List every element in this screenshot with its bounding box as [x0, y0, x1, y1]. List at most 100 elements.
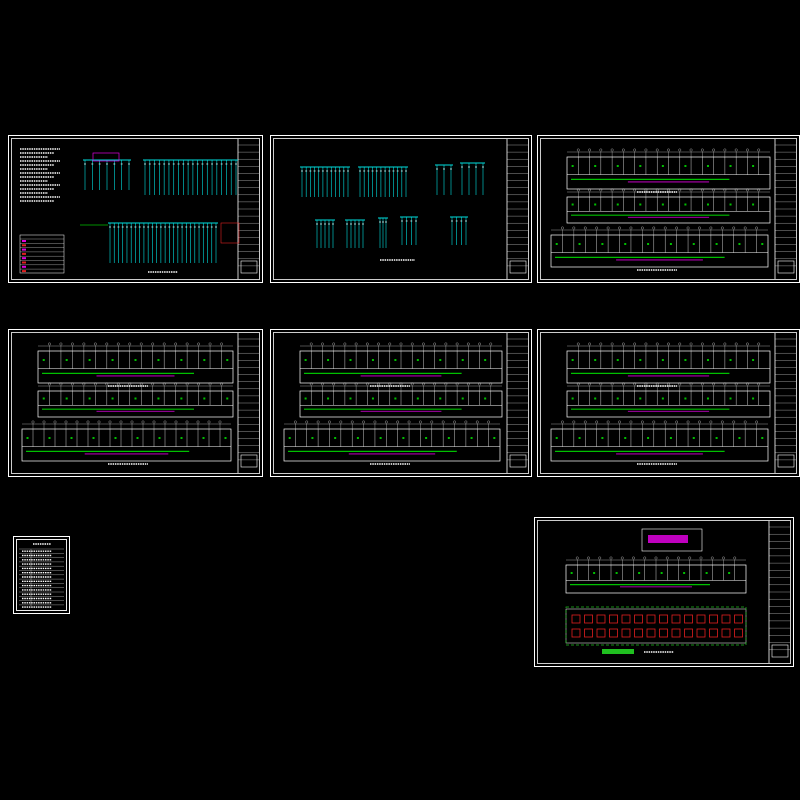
grid-axis-bubble: [162, 382, 166, 386]
fixture-symbol: [134, 397, 137, 400]
grid-axis-bubble: [384, 420, 388, 424]
sheet-5[interactable]: [270, 329, 532, 477]
title-block-stamp: [777, 454, 795, 468]
breaker-symbol: [98, 163, 101, 165]
breaker-symbol: [117, 226, 120, 228]
grid-axis-bubble: [655, 342, 659, 346]
foundation-pad: [734, 614, 743, 624]
breaker-symbol: [330, 170, 333, 172]
grid-axis-bubble: [576, 382, 580, 386]
fixture-symbol: [484, 359, 487, 361]
grid-axis-bubble: [686, 420, 690, 424]
grid-axis-bubble: [444, 342, 448, 346]
breaker-symbol: [379, 221, 381, 223]
grid-axis-bubble: [700, 342, 704, 346]
fixture-symbol: [594, 165, 597, 167]
breaker-symbol: [468, 166, 470, 168]
fixture-symbol: [639, 165, 642, 167]
sheet-6[interactable]: [537, 329, 800, 477]
sheet-7[interactable]: [13, 536, 70, 614]
title-block: [775, 338, 796, 468]
grid-axis-bubble: [723, 148, 727, 152]
grid-axis-bubble: [174, 342, 177, 346]
grid-axis-bubble: [185, 420, 189, 424]
grid-axis-bubble: [174, 420, 178, 424]
sheet-2[interactable]: [270, 135, 532, 283]
foundation-pad: [671, 614, 681, 624]
floor-plan-strip: [37, 342, 234, 384]
breaker-symbol: [405, 220, 408, 222]
sheet-4[interactable]: [8, 329, 263, 477]
fixture-symbol: [729, 359, 732, 361]
grid-axis-bubble: [197, 342, 200, 346]
breaker-symbol: [109, 226, 111, 228]
breaker-symbol: [450, 168, 452, 170]
fixture-symbol: [157, 397, 160, 400]
breaker-symbol: [167, 163, 170, 165]
main-switchboard: [92, 152, 120, 162]
outer-border: [8, 135, 263, 283]
breaker-symbol: [455, 220, 458, 222]
grid-axis-bubble: [82, 382, 86, 386]
breaker-symbol: [91, 163, 94, 165]
fixture-symbol: [738, 437, 741, 439]
grid-axis-bubble: [746, 382, 749, 386]
grid-axis-bubble: [97, 420, 101, 424]
fixture-symbol: [705, 572, 708, 574]
legend-swatch: [22, 252, 26, 255]
fixture-symbol: [715, 243, 718, 245]
grounding-plan: [565, 606, 747, 646]
fixture-symbol: [402, 437, 405, 439]
breaker-symbol: [362, 223, 364, 225]
outer-border: [13, 536, 70, 614]
grounding-ring: [565, 606, 747, 646]
sheet-3[interactable]: [537, 135, 800, 283]
grid-axis-bubble: [59, 382, 63, 386]
grid-axis-bubble: [700, 382, 704, 386]
grid-axis-bubble: [583, 420, 587, 424]
wall-outline: [550, 234, 769, 268]
breaker-symbol: [121, 226, 124, 228]
breaker-symbol: [172, 163, 175, 165]
sheet-1[interactable]: [8, 135, 263, 283]
breaker-symbol: [350, 223, 352, 225]
fixture-symbol: [752, 165, 755, 167]
grid-axis-bubble: [71, 382, 74, 386]
breaker-symbol: [482, 166, 484, 168]
grid-axis-bubble: [641, 420, 644, 424]
grid-axis-bubble: [606, 226, 610, 230]
fixture-symbol: [157, 359, 160, 361]
fixture-symbol: [180, 437, 183, 439]
foundation-pad: [596, 614, 606, 624]
fixture-symbol: [158, 437, 161, 439]
fixture-symbol: [684, 165, 687, 167]
foundation-pad: [571, 614, 581, 624]
grid-axis-bubble: [712, 188, 715, 192]
fixture-symbol: [729, 165, 732, 167]
breaker-symbol: [202, 226, 205, 228]
grid-axis-bubble: [332, 382, 336, 386]
grid-axis-bubble: [610, 148, 614, 152]
grid-axis-bubble: [487, 420, 490, 424]
breaker-symbol: [328, 223, 330, 225]
breaker-symbol: [451, 220, 453, 222]
fixture-symbol: [738, 243, 741, 245]
fixture-symbol: [624, 243, 627, 245]
breaker-symbol: [120, 163, 123, 165]
sheet-8[interactable]: [534, 517, 794, 667]
grid-axis-bubble: [755, 226, 758, 230]
breaker-symbol: [159, 226, 162, 228]
outer-border: [534, 517, 794, 667]
breaker-symbol: [151, 226, 154, 228]
grid-axis-bubble: [734, 342, 738, 346]
breaker-symbol: [313, 170, 316, 172]
breaker-symbol: [320, 223, 322, 225]
fixture-symbol: [661, 397, 664, 400]
fixture-symbol: [349, 397, 352, 400]
breaker-symbol: [172, 226, 175, 228]
fixture-symbol: [669, 437, 672, 439]
fixture-symbol: [439, 359, 442, 361]
fixture-symbol: [571, 165, 574, 167]
